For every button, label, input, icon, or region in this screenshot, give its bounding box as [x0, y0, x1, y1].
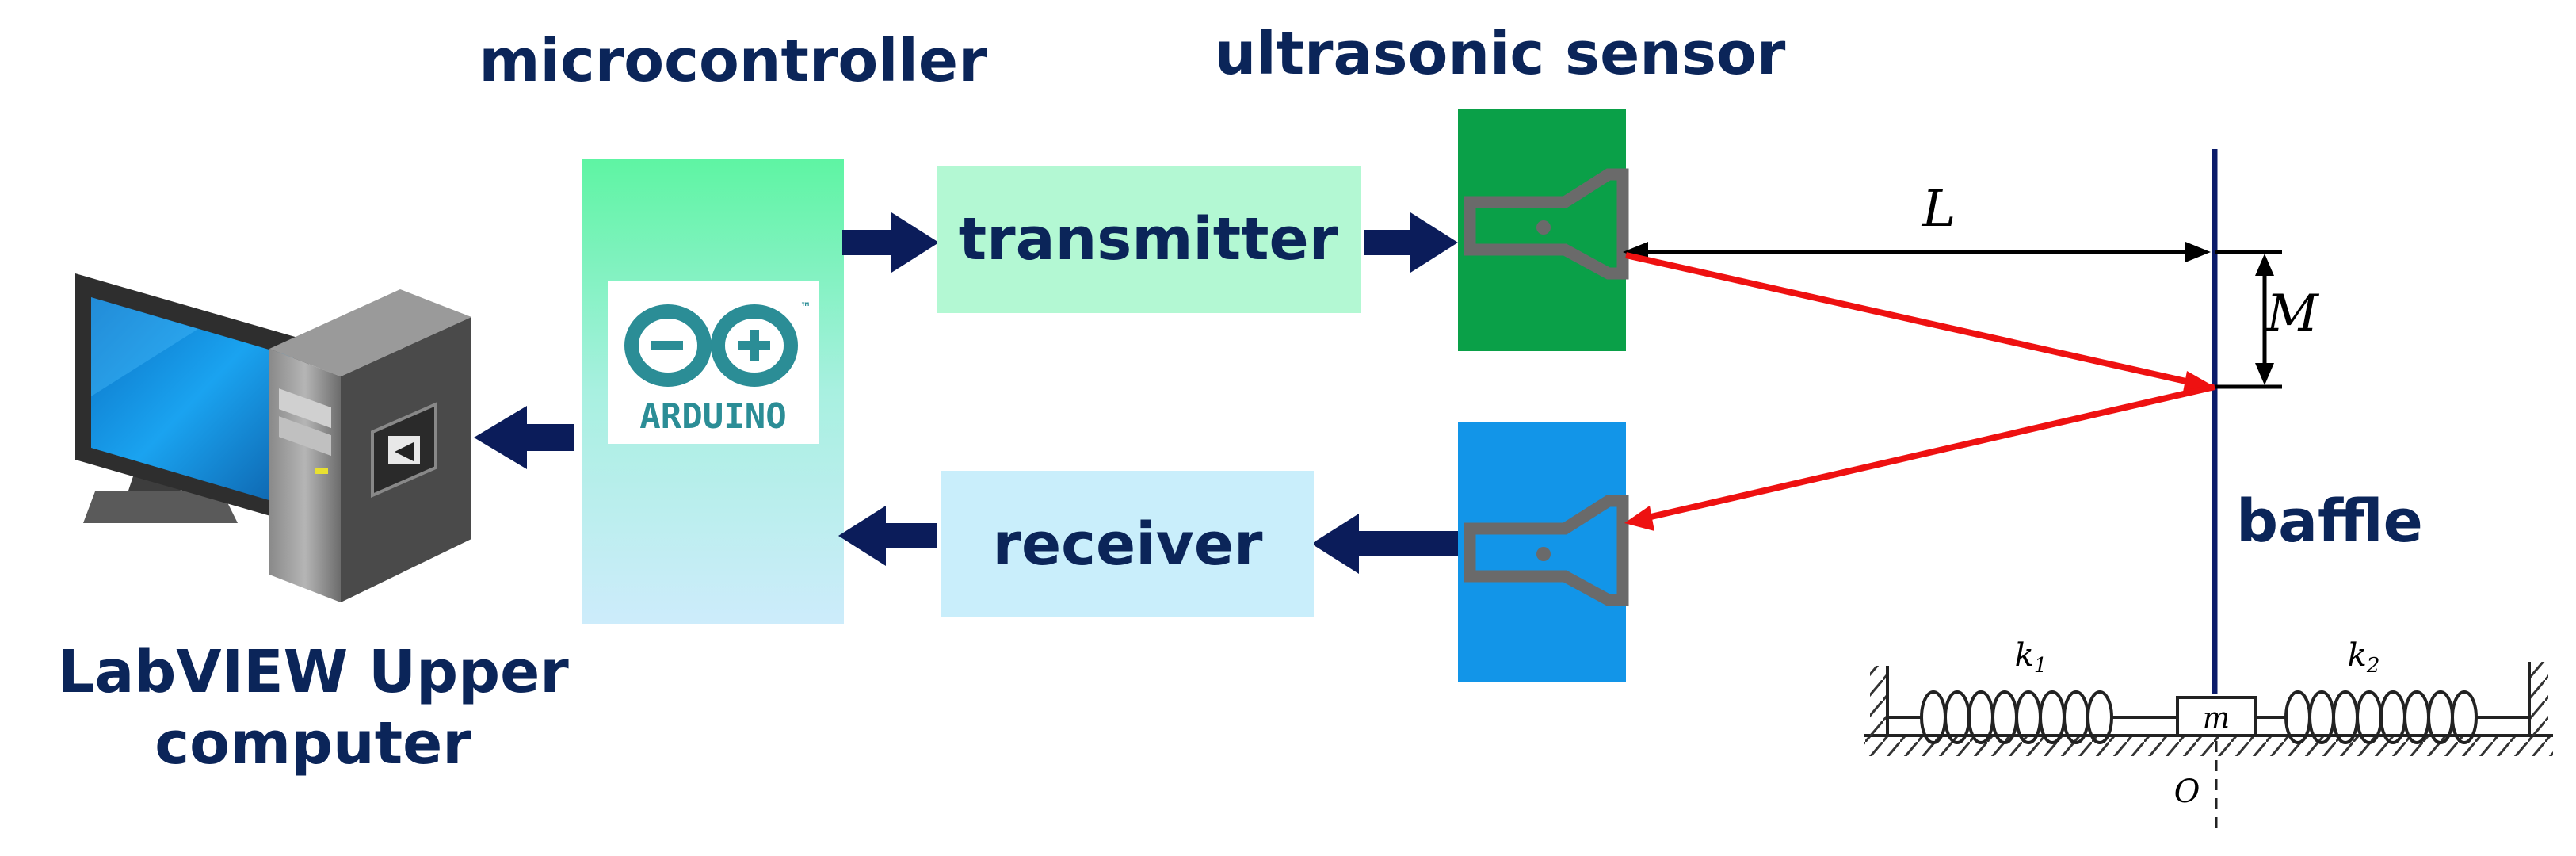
baffle-label: baffle	[2236, 487, 2423, 556]
transmitter-probe-icon	[1464, 168, 1629, 280]
microcontroller-label: microcontroller	[479, 27, 987, 95]
receiver-probe-icon	[1464, 495, 1629, 606]
computer-label-line1: LabVIEW Upper	[57, 638, 569, 706]
receiver-box	[941, 471, 1314, 617]
arrow-to-microcontroller	[838, 506, 937, 566]
transmitter-label: transmitter	[959, 205, 1338, 273]
arduino-logo-icon: ™ ARDUINO	[608, 281, 819, 444]
arrow-to-transmitter	[842, 212, 939, 273]
distance-l-label: L	[1922, 180, 1956, 239]
ultrasonic-sensor-label: ultrasonic sensor	[1215, 20, 1786, 88]
receiver-label: receiver	[992, 510, 1263, 579]
spring2-label: k2	[2348, 637, 2380, 678]
arrow-to-computer	[474, 406, 574, 469]
spring-icon	[2255, 690, 2529, 744]
spring1-label: k1	[2015, 637, 2047, 678]
transmitter-box	[937, 166, 1361, 313]
mass-block-icon	[2176, 696, 2257, 737]
signal-path	[1624, 252, 2215, 531]
distance-l-dimension	[1623, 242, 2211, 262]
amplitude-m-label: M	[2265, 285, 2319, 343]
spring-mass-system: m	[1864, 662, 2553, 836]
arrow-to-receiver	[1311, 514, 1458, 574]
spring-icon	[1887, 690, 2177, 744]
mass-label: m	[2203, 702, 2230, 735]
arduino-tm: ™	[801, 300, 810, 315]
arrow-to-sensor	[1364, 212, 1458, 273]
origin-label: O	[2174, 774, 2200, 810]
arduino-wordmark: ARDUINO	[639, 396, 786, 437]
computer-icon	[75, 273, 471, 602]
amplitude-m-dimension	[2215, 250, 2282, 389]
computer-label-line2: computer	[155, 709, 471, 778]
